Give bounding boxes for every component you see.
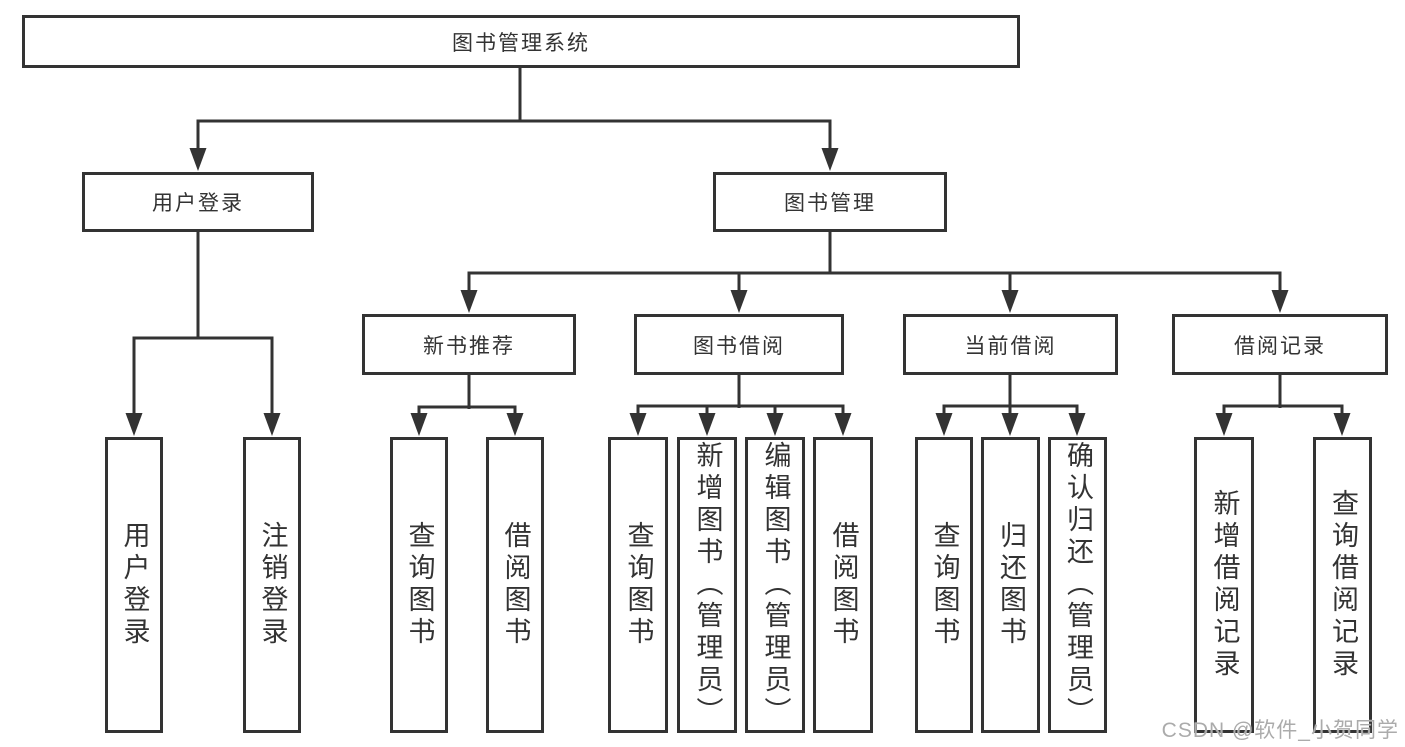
leaf-label: 查询借阅记录 <box>1328 489 1359 681</box>
node-borrow-records: 借阅记录 <box>1172 314 1388 375</box>
leaf-label: 编辑图书（管理员） <box>760 441 791 729</box>
leaf-label: 查询图书 <box>623 521 654 649</box>
node-current-borrow-label: 当前借阅 <box>964 334 1057 358</box>
leaf-label: 确认归还（管理员） <box>1063 441 1094 729</box>
node-leaf-user-login: 用户登录 <box>105 437 163 733</box>
node-leaf-logout-login: 注销登录 <box>243 437 301 733</box>
node-borrow-records-label: 借阅记录 <box>1234 334 1326 358</box>
leaf-label: 新增图书（管理员） <box>692 441 723 729</box>
node-user-login-label: 用户登录 <box>152 192 244 215</box>
node-leaf-records-add-record: 新增借阅记录 <box>1194 437 1254 733</box>
node-new-book-recommend-label: 新书推荐 <box>423 334 515 358</box>
node-leaf-current-query-book: 查询图书 <box>915 437 973 733</box>
node-leaf-borrow-add-book-admin: 新增图书（管理员） <box>677 437 737 733</box>
node-current-borrow: 当前借阅 <box>903 314 1118 375</box>
leaf-label: 注销登录 <box>257 521 288 649</box>
node-leaf-records-query-record: 查询借阅记录 <box>1313 437 1372 733</box>
csdn-watermark: CSDN @软件_小贺同学 <box>1161 719 1399 742</box>
leaf-label: 借阅图书 <box>500 521 531 649</box>
leaf-label: 查询图书 <box>404 521 435 649</box>
leaf-label: 归还图书 <box>996 521 1027 649</box>
node-root-label: 图书管理系统 <box>452 31 590 55</box>
node-leaf-current-confirm-return-admin: 确认归还（管理员） <box>1048 437 1107 733</box>
leaf-label: 新增借阅记录 <box>1209 489 1240 681</box>
node-book-management-label: 图书管理 <box>784 192 876 215</box>
node-root: 图书管理系统 <box>22 15 1020 68</box>
leaf-label: 借阅图书 <box>828 521 859 649</box>
node-leaf-borrow-edit-book-admin: 编辑图书（管理员） <box>745 437 805 733</box>
node-user-login: 用户登录 <box>82 172 314 232</box>
leaf-label: 查询图书 <box>929 521 960 649</box>
node-new-book-recommend: 新书推荐 <box>362 314 576 375</box>
node-leaf-current-return-book: 归还图书 <box>981 437 1040 733</box>
node-leaf-rec-query-book: 查询图书 <box>390 437 448 733</box>
leaf-label: 用户登录 <box>119 521 150 649</box>
node-leaf-borrow-borrow-book: 借阅图书 <box>813 437 873 733</box>
node-leaf-rec-borrow-book: 借阅图书 <box>486 437 544 733</box>
node-book-borrow: 图书借阅 <box>634 314 844 375</box>
node-book-management: 图书管理 <box>713 172 947 232</box>
node-book-borrow-label: 图书借阅 <box>693 334 785 358</box>
node-leaf-borrow-query-book: 查询图书 <box>608 437 668 733</box>
